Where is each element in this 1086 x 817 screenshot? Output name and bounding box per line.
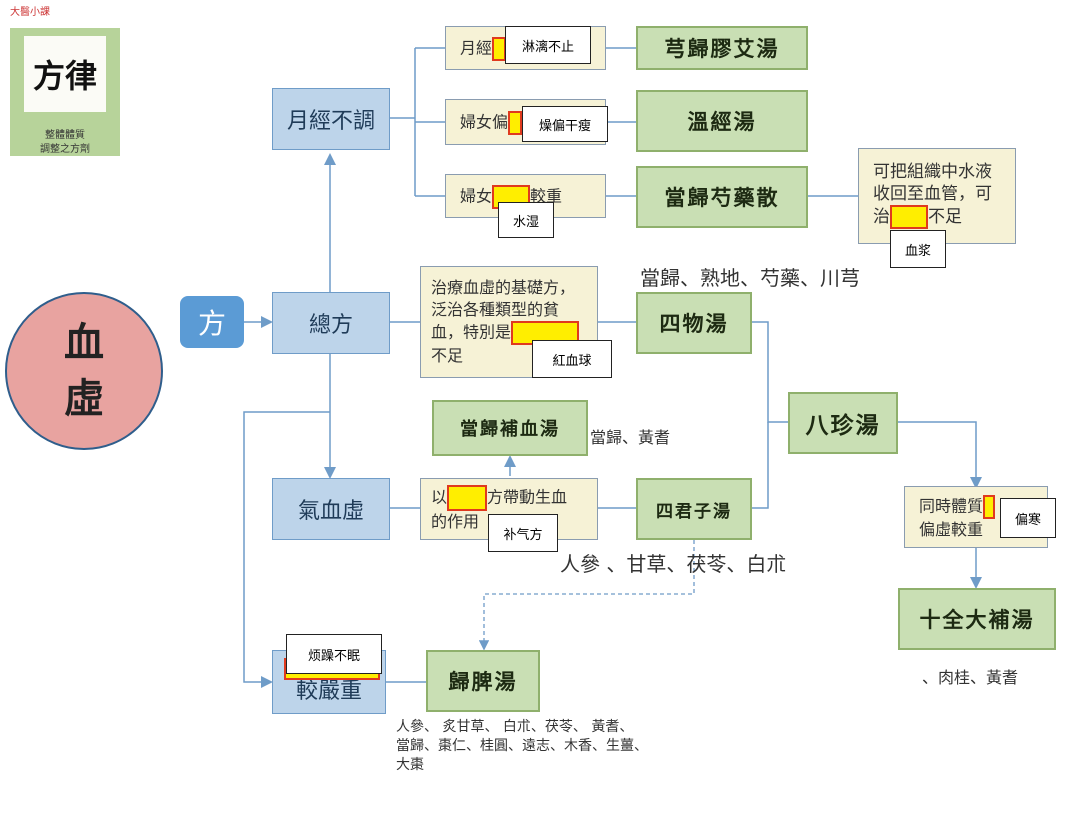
blank-highlight (508, 111, 523, 135)
danggui-buxue-herbs: 當歸、黃耆 (590, 428, 671, 447)
formula-siwu: 四物湯 (636, 292, 752, 354)
brand-caption: 大醫小課 (10, 7, 50, 18)
desc-suffix: 方帶動生血 (487, 487, 568, 507)
answer-label-zaopian: 燥偏干瘦 (522, 106, 608, 142)
fang-label: 方 (180, 296, 244, 348)
desc-line-4: 不足 (431, 346, 464, 365)
shiquan-herbs: 、肉桂、黃耆 (922, 668, 1019, 687)
formula-sijunzi: 四君子湯 (636, 478, 752, 540)
condition-zongfang-desc: 治療血虛的基礎方， 泛治各種類型的貧 血，特別是 不足 (420, 266, 598, 378)
answer-label-hongxueqiu: 紅血球 (532, 340, 612, 378)
brand-logo: 方律 整體體質 調整之方劑 (10, 28, 120, 156)
category-qixue: 氣血虛 (272, 478, 390, 540)
condition-prefix: 婦女 (460, 186, 493, 206)
formula-guipi: 歸脾湯 (426, 650, 540, 712)
category-zongfang: 總方 (272, 292, 390, 354)
siwu-herbs: 當歸、熟地、芍藥、川芎 (640, 266, 860, 290)
note-line-3-prefix: 治 (873, 207, 890, 227)
blank-highlight (890, 205, 928, 229)
blank-highlight (983, 495, 996, 519)
root-node-xuexu: 血 虛 (5, 292, 163, 450)
logo-subtitle-2: 調整之方劑 (40, 144, 90, 155)
root-text-2: 虛 (64, 375, 104, 422)
note-danggui-shaoyao-effect: 可把組織中水液 收回至血管，可 治 不足 (858, 148, 1016, 244)
answer-label-buqi: 补气方 (488, 514, 558, 552)
category-yuejing: 月經不調 (272, 88, 390, 150)
answer-label-shuishi: 水湿 (498, 202, 554, 238)
tonghe-line-1: 同時體質 (919, 496, 984, 516)
logo-calligraphy: 方律 (24, 36, 106, 112)
condition-prefix: 月經 (460, 38, 493, 58)
tonghe-line-2: 偏虛較重 (919, 520, 984, 539)
formula-danggui-buxue: 當歸補血湯 (432, 400, 588, 456)
formula-xionggui-jiaoai: 芎歸膠艾湯 (636, 26, 808, 70)
desc-line-1: 治療血虛的基礎方， (431, 278, 576, 297)
answer-label-pianhan: 偏寒 (1000, 498, 1056, 538)
desc-line-2: 的作用 (431, 512, 480, 531)
root-text-1: 血 (64, 319, 104, 366)
desc-prefix: 以 (431, 487, 448, 507)
note-line-1: 可把組織中水液 (873, 162, 992, 182)
guipi-herbs-line-1: 人參、 炙甘草、 白朮、茯苓、 黃耆、 (396, 719, 634, 735)
guipi-herbs-line-2: 當歸、棗仁、桂圓、遠志、木香、生薑、 (396, 738, 648, 754)
condition-prefix: 婦女偏 (460, 112, 509, 132)
condition-suffix: 較重 (530, 186, 563, 206)
desc-line-3: 血，特別是 (431, 322, 512, 342)
note-line-3-suffix: 不足 (928, 207, 962, 227)
guipi-herbs-line-3: 大棗 (396, 757, 424, 773)
note-line-2: 收回至血管，可 (873, 184, 992, 204)
formula-wenjing: 溫經湯 (636, 90, 808, 152)
sijunzi-herbs: 人參 、甘草、茯苓、白朮 (560, 552, 787, 576)
formula-danggui-shaoyao: 當歸芍藥散 (636, 166, 808, 228)
blank-highlight (447, 485, 488, 511)
blank-highlight (492, 37, 507, 61)
desc-line-2: 泛治各種類型的貧 (431, 300, 560, 319)
guipi-herbs: 人參、 炙甘草、 白朮、茯苓、 黃耆、 當歸、棗仁、桂圓、遠志、木香、生薑、 大… (396, 718, 648, 775)
formula-shiquan-dabu: 十全大補湯 (898, 588, 1056, 650)
formula-bazhen: 八珍湯 (788, 392, 898, 454)
answer-label-fanzao: 烦躁不眠 (286, 634, 382, 674)
logo-subtitle-1: 整體體質 (45, 130, 85, 141)
answer-label-linli: 淋漓不止 (505, 26, 591, 64)
answer-label-xuejiang: 血浆 (890, 230, 946, 268)
